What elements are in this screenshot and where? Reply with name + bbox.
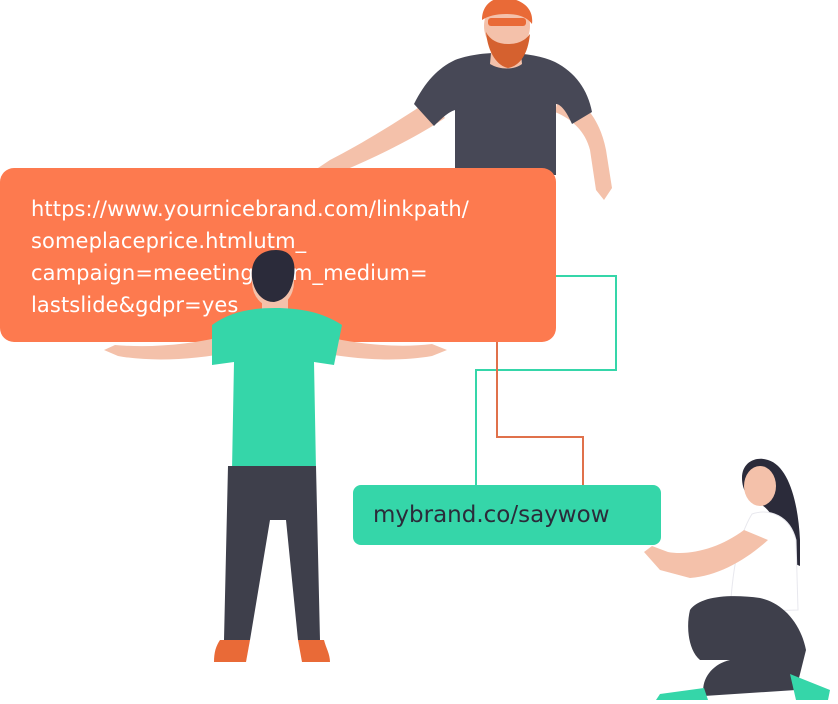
green-shirt-man-figure — [104, 250, 447, 662]
sitting-woman-figure — [644, 458, 830, 700]
connector-line-green — [475, 275, 617, 486]
short-url-text: mybrand.co/saywow — [373, 502, 610, 528]
short-url-card — [353, 485, 661, 545]
long-url-text: https://www.yournicebrand.com/linkpath/ … — [31, 197, 469, 317]
connector-lines — [475, 275, 617, 486]
connector-line-orange — [496, 342, 584, 486]
bearded-man-figure — [318, 0, 612, 200]
